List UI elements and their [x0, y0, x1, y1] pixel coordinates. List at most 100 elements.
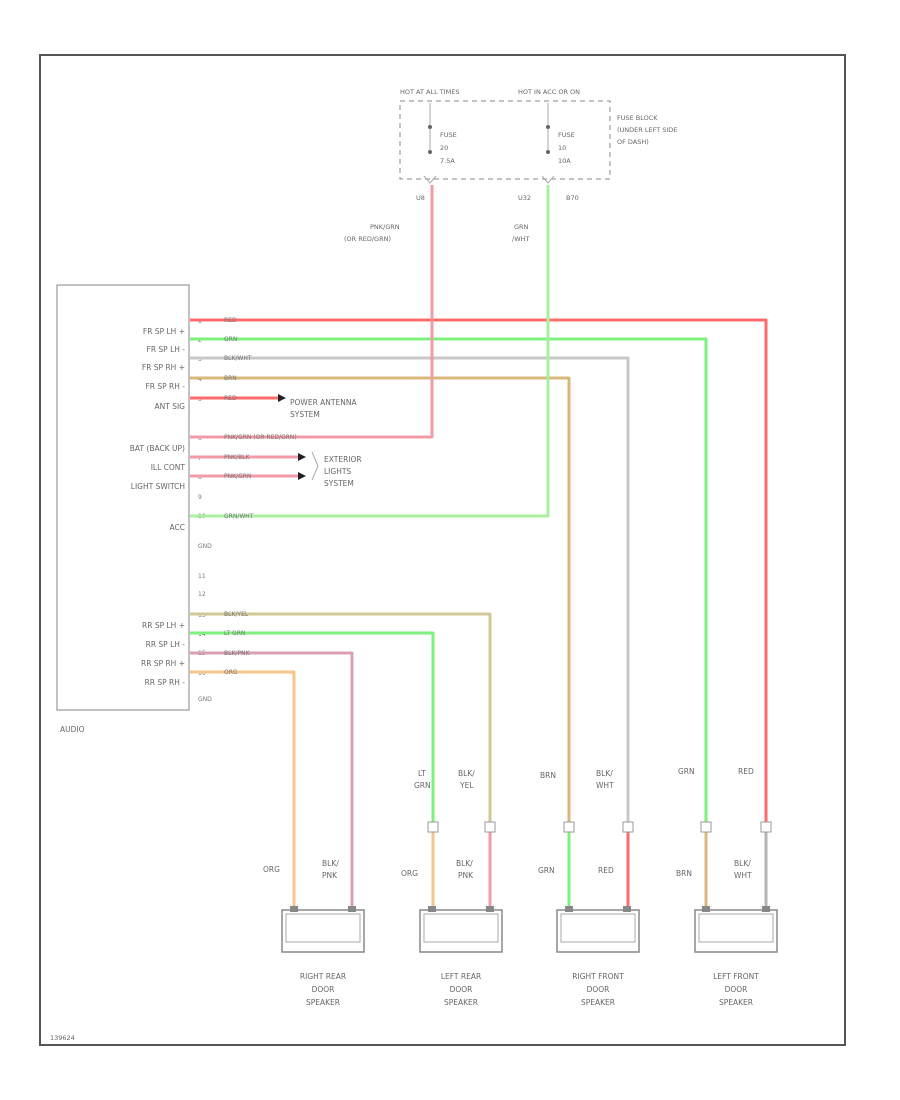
wire-label: BLK/PNK [224, 650, 251, 657]
audio-pin-number: 11 [198, 573, 206, 580]
audio-pin-label: RR SP RH - [145, 678, 186, 687]
fuse-block: HOT AT ALL TIMES HOT IN ACC OR ON FUSE 2… [399, 88, 677, 202]
wire-org-rr-rh-minus [190, 670, 296, 910]
wire-label: RED [224, 395, 237, 402]
wire-label: BLK/WHT [224, 355, 252, 362]
audio-unit-box [56, 284, 190, 711]
wire-label: PNK/GRN (OR RED/GRN) [224, 434, 297, 441]
connector-label: BLK/ [596, 769, 613, 778]
speaker-name: RIGHT REAR [300, 972, 346, 981]
wire-blkyel-rr-lh-plus [190, 612, 492, 822]
speaker-name: SPEAKER [444, 998, 478, 1007]
speaker-names: RIGHT REAR DOOR SPEAKER LEFT REAR DOOR S… [300, 972, 759, 1007]
audio-pin-numbers: 1 2 3 4 5 6 7 8 9 10 GND 11 12 13 14 15 … [198, 318, 212, 703]
wire-pnkgrn-bat [190, 185, 434, 439]
wire-label: PNK/BLK [224, 454, 251, 461]
wire-label: ORG [224, 669, 238, 676]
connector [563, 821, 575, 833]
wire-ltgrn-rr-lh-minus [190, 631, 435, 822]
speaker-name: SPEAKER [581, 998, 615, 1007]
system-arrows [278, 394, 319, 481]
connector [484, 821, 496, 833]
fuse-terminal-u32: U32 [518, 194, 531, 202]
exterior-lights-label-3: SYSTEM [324, 479, 354, 488]
speaker-wire-label: BRN [676, 869, 692, 878]
connector-label: WHT [596, 781, 614, 790]
audio-pin-label: FR SP RH + [142, 363, 185, 372]
speaker-wire-label: ORG [401, 869, 418, 878]
connector-label: BLK/ [458, 769, 475, 778]
wire-grn-fr-lh-minus [190, 337, 708, 822]
speaker-name: SPEAKER [719, 998, 753, 1007]
speaker-left-front [694, 906, 778, 953]
arrow-ext-lights-2 [298, 472, 306, 480]
fuse2-text-1: FUSE [558, 131, 575, 139]
exterior-lights-label-2: LIGHTS [324, 467, 351, 476]
audio-pin-label: RR SP LH + [142, 621, 185, 630]
fuse-block-label-1: FUSE BLOCK [617, 114, 658, 122]
audio-pin-label: RR SP LH - [146, 640, 186, 649]
speakers [281, 906, 778, 953]
exterior-lights-label-1: EXTERIOR [324, 455, 362, 464]
wire-labels: RED GRN BLK/WHT BRN RED PNK/GRN (OR RED/… [224, 317, 297, 676]
speaker-right-front [556, 906, 640, 953]
speaker-name: DOOR [450, 985, 473, 994]
connector-label: BRN [540, 771, 556, 780]
wire-label: PNK/GRN [224, 473, 251, 480]
speaker-wire-label: ORG [263, 865, 280, 874]
fuse-block-outline [399, 100, 611, 180]
audio-unit-label: AUDIO [60, 725, 85, 734]
fuse2-text-3: 10A [558, 157, 571, 165]
fuse-terminal-b70: B70 [566, 194, 579, 202]
feed-wire-right-label-1: GRN [514, 223, 529, 231]
fuse-block-label-3: OF DASH) [617, 138, 649, 146]
speaker-wire-label: BLK/ [322, 859, 339, 868]
fuse1-text-3: 7.5A [440, 157, 455, 165]
speaker-left-rear [419, 906, 503, 953]
wire-label: BLK/YEL [224, 611, 249, 618]
wire-label: RED [224, 317, 237, 324]
speaker-wire-label: PNK [458, 871, 474, 880]
connector [700, 821, 712, 833]
wire-grnwht-acc [190, 185, 550, 518]
fuse1-text-1: FUSE [440, 131, 457, 139]
audio-pin-number: 12 [198, 591, 206, 598]
speaker-name: SPEAKER [306, 998, 340, 1007]
connector-label: LT [418, 769, 426, 778]
speaker-wire-label: WHT [734, 871, 752, 880]
power-antenna-label-2: SYSTEM [290, 410, 320, 419]
connector-label: GRN [678, 767, 695, 776]
speaker-name: LEFT FRONT [713, 972, 759, 981]
audio-pin-label: ILL CONT [151, 463, 186, 472]
speaker-name: DOOR [587, 985, 610, 994]
feed-wire-left-label-1: PNK/GRN [370, 223, 400, 231]
speaker-wire-labels: ORG BLK/ PNK ORG BLK/ PNK GRN RED BRN BL… [263, 859, 752, 880]
audio-pin-number: GND [198, 696, 212, 703]
connector [622, 821, 634, 833]
audio-pin-label: FR SP LH + [143, 327, 185, 336]
audio-pin-label: FR SP LH - [147, 345, 186, 354]
wire-label: GRN/WHT [224, 513, 254, 520]
audio-pin-label: FR SP RH - [145, 382, 185, 391]
arrow-ext-lights-1 [298, 453, 306, 461]
audio-pin-number: GND [198, 543, 212, 550]
audio-pin-label: LIGHT SWITCH [131, 482, 185, 491]
speaker-wire-label: RED [598, 866, 614, 875]
audio-pin-number: 9 [198, 494, 202, 501]
speaker-right-rear [281, 906, 365, 953]
wire-blkwht-fr-rh-plus [190, 356, 630, 822]
feed-wire-left-label-2: (OR RED/GRN) [344, 235, 391, 243]
wire-label: LT GRN [224, 630, 245, 637]
arrow-power-antenna [278, 394, 286, 402]
speaker-name: DOOR [312, 985, 335, 994]
fuse-block-label-2: (UNDER LEFT SIDE [617, 126, 677, 134]
speaker-wire-label: GRN [538, 866, 555, 875]
connector [760, 821, 772, 833]
wire-label: BRN [224, 375, 237, 382]
connector [427, 821, 439, 833]
speaker-name: DOOR [725, 985, 748, 994]
wire-label: GRN [224, 336, 237, 343]
fuse2-text-2: 10 [558, 144, 566, 152]
hot-in-acc-label: HOT IN ACC OR ON [518, 88, 580, 96]
